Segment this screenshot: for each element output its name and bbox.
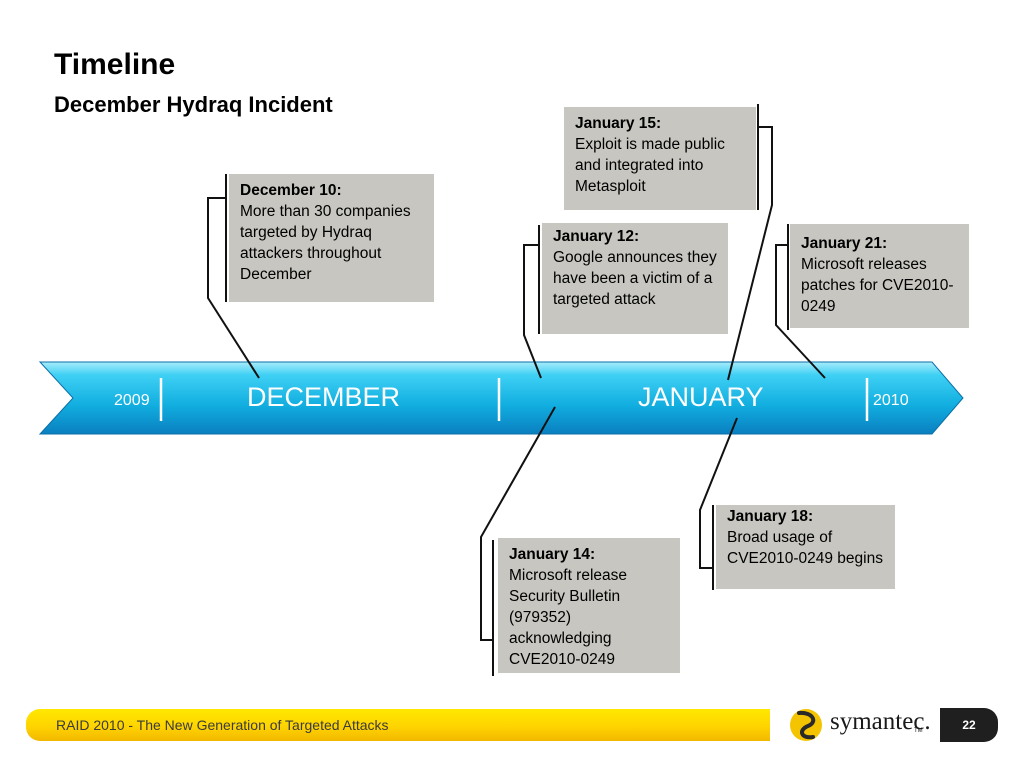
footer-bar bbox=[26, 709, 770, 741]
symantec-logo-icon bbox=[790, 709, 822, 741]
connector-dec-10 bbox=[207, 197, 260, 379]
event-dec-10: December 10: More than 30 companies targ… bbox=[229, 174, 434, 302]
event-text: Microsoft releases patches for CVE2010-0… bbox=[801, 256, 954, 315]
event-jan-21: January 21: Microsoft releases patches f… bbox=[790, 224, 969, 328]
event-date: January 14: bbox=[509, 546, 596, 563]
timeline-band bbox=[38, 361, 964, 435]
event-text: Google announces they have been a victim… bbox=[553, 249, 717, 308]
connector-jan-14 bbox=[480, 406, 556, 641]
event-date: January 15: bbox=[575, 115, 662, 132]
slide-subtitle: December Hydraq Incident bbox=[54, 92, 333, 117]
event-jan-15: January 15: Exploit is made public and i… bbox=[564, 107, 756, 210]
event-date: January 12: bbox=[553, 228, 640, 245]
event-text: Exploit is made public and integrated in… bbox=[575, 136, 725, 195]
event-text: Broad usage of CVE2010-0249 begins bbox=[727, 529, 883, 567]
connector-jan-12 bbox=[523, 244, 542, 379]
event-jan-12: January 12: Google announces they have b… bbox=[542, 223, 728, 334]
slide-title: Timeline bbox=[54, 48, 176, 81]
event-text: More than 30 companies targeted by Hydra… bbox=[240, 203, 411, 283]
event-text: Microsoft release Security Bulletin (979… bbox=[509, 567, 628, 668]
connector-jan-18 bbox=[699, 417, 738, 569]
event-date: January 18: bbox=[727, 508, 814, 525]
month-december-label: DECEMBER bbox=[247, 382, 401, 412]
year-2009-label: 2009 bbox=[114, 392, 150, 409]
year-2010-label: 2010 bbox=[873, 392, 909, 409]
event-date: December 10: bbox=[240, 182, 342, 199]
connector-jan-15 bbox=[727, 126, 773, 381]
month-january-label: JANUARY bbox=[638, 382, 764, 412]
event-date: January 21: bbox=[801, 235, 888, 252]
page-number: 22 bbox=[940, 708, 998, 742]
symantec-logo-tm: TM bbox=[914, 728, 923, 734]
event-jan-18: January 18: Broad usage of CVE2010-0249 … bbox=[716, 505, 895, 589]
event-jan-14: January 14: Microsoft release Security B… bbox=[498, 538, 680, 673]
footer-text: RAID 2010 - The New Generation of Target… bbox=[56, 717, 389, 733]
symantec-logo-text: symantec. bbox=[830, 708, 931, 735]
connector-jan-21 bbox=[775, 244, 826, 379]
